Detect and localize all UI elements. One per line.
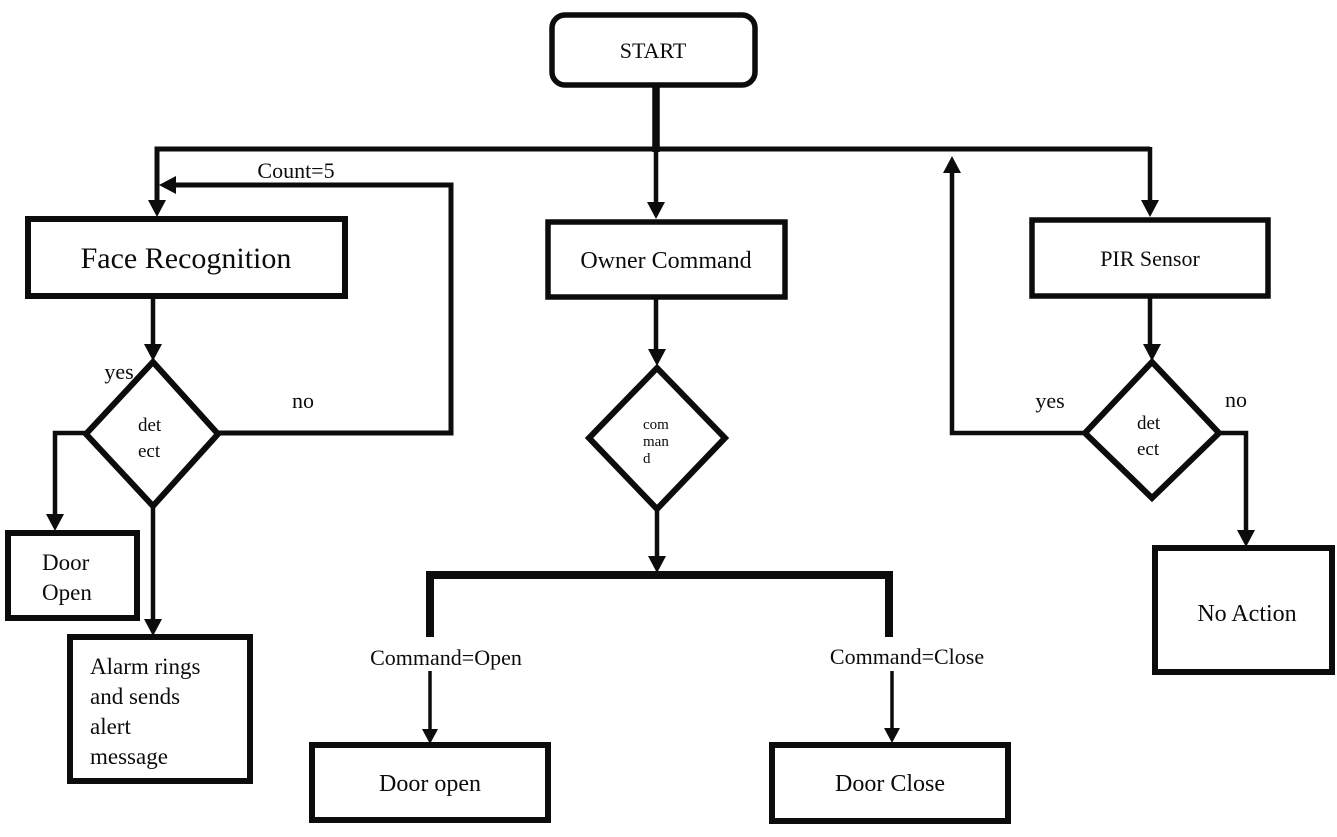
- node-no-action: No Action: [1152, 545, 1335, 675]
- edge-to-face-recognition: [148, 147, 166, 217]
- pir-detect-diamond: [1080, 357, 1224, 503]
- arrowhead-up-icon: [943, 156, 961, 173]
- alarm-line3: alert: [90, 714, 131, 739]
- command-diamond: [584, 363, 730, 514]
- arrowhead-down-icon: [148, 200, 166, 217]
- edge-pir-no-to-no-action: [1216, 430, 1255, 547]
- no-action-label: No Action: [1197, 601, 1296, 627]
- alarm-box: [67, 634, 253, 784]
- arrowhead-down-icon: [46, 514, 64, 531]
- door-close-box: [769, 742, 1011, 824]
- edge-count-loop: [159, 176, 454, 436]
- pir-detect-line2: ect: [1137, 439, 1160, 460]
- arrowhead-down-icon: [144, 619, 162, 636]
- edge-label-pir-yes: yes: [1035, 388, 1064, 413]
- edges: [46, 83, 1255, 744]
- door-open-label: Door open: [379, 771, 481, 797]
- command-line1: com: [643, 417, 669, 433]
- node-pir-detect-decision: det ect: [1080, 357, 1224, 503]
- node-start: START: [549, 12, 758, 88]
- arrowhead-down-icon: [884, 728, 900, 743]
- edge-to-owner-command: [647, 149, 665, 219]
- owner-command-box: [545, 219, 788, 300]
- door-open-result-line1: Door: [42, 550, 90, 575]
- door-open-result-line2: Open: [42, 580, 92, 605]
- start-label: START: [620, 38, 687, 63]
- start-terminator: [549, 12, 758, 88]
- door-open-box: [309, 742, 551, 823]
- edge-label-face-no: no: [292, 388, 314, 413]
- node-alarm: Alarm rings and sends alert message: [67, 634, 253, 784]
- face-detect-line1: det: [138, 415, 162, 436]
- arrowhead-down-icon: [648, 556, 666, 573]
- alarm-line1: Alarm rings: [90, 654, 201, 679]
- pir-sensor-box: [1029, 217, 1271, 299]
- face-detect-line2: ect: [138, 441, 161, 462]
- edge-command-to-splitter: [648, 507, 666, 573]
- arrowhead-down-icon: [1141, 200, 1159, 217]
- arrowhead-down-icon: [422, 729, 438, 744]
- edge-label-command-open: Command=Open: [370, 645, 522, 670]
- node-door-open-result: Door Open: [5, 530, 140, 621]
- face-recognition-box: [25, 216, 348, 299]
- arrowhead-down-icon: [1237, 530, 1255, 547]
- edge-label-command-close: Command=Close: [830, 644, 984, 669]
- face-detect-diamond: [81, 357, 223, 511]
- node-command-decision: com man d: [584, 363, 730, 514]
- edge-labels: Count=5 yes no Command=Open Command=Clos…: [104, 158, 1247, 670]
- edge-label-pir-no: no: [1225, 387, 1247, 412]
- alarm-line4: message: [90, 744, 168, 769]
- arrowhead-down-icon: [647, 202, 665, 219]
- alarm-line2: and sends: [90, 684, 180, 709]
- pir-sensor-label: PIR Sensor: [1100, 246, 1200, 271]
- arrowhead-left-icon: [159, 176, 176, 194]
- edge-label-face-yes: yes: [104, 359, 133, 384]
- node-door-close-cmd: Door Close: [769, 742, 1011, 824]
- arrowhead-down-icon: [648, 349, 666, 366]
- edge-to-door-close: [884, 671, 900, 743]
- command-line2: man: [643, 434, 669, 450]
- edge-pir-yes-loop: [943, 156, 1090, 436]
- nodes: START Face Recognition Owner Command PIR…: [5, 12, 1335, 824]
- edge-label-count5: Count=5: [257, 158, 334, 183]
- door-close-label: Door Close: [835, 771, 945, 797]
- edge-detect-yes-to-door-open: [46, 430, 89, 531]
- node-owner-command: Owner Command: [545, 219, 788, 300]
- node-face-detect-decision: det ect: [81, 357, 223, 511]
- face-recognition-label: Face Recognition: [81, 242, 292, 275]
- no-action-box: [1152, 545, 1335, 675]
- pir-detect-line1: det: [1137, 413, 1161, 434]
- edge-owner-to-command-decision: [648, 295, 666, 366]
- edge-to-pir-sensor: [1141, 147, 1159, 217]
- edge-detect-to-alarm: [144, 505, 162, 636]
- command-line3: d: [643, 451, 651, 467]
- node-pir-sensor: PIR Sensor: [1029, 217, 1271, 299]
- owner-command-label: Owner Command: [580, 248, 751, 274]
- node-face-recognition: Face Recognition: [25, 216, 348, 299]
- arrowhead-down-icon: [144, 344, 162, 361]
- node-door-open-cmd: Door open: [309, 742, 551, 823]
- edge-face-to-detect: [144, 294, 162, 361]
- edge-pir-to-detect: [1143, 294, 1161, 361]
- door-open-result-box: [5, 530, 140, 621]
- edge-to-door-open: [422, 671, 438, 744]
- arrowhead-down-icon: [1143, 344, 1161, 361]
